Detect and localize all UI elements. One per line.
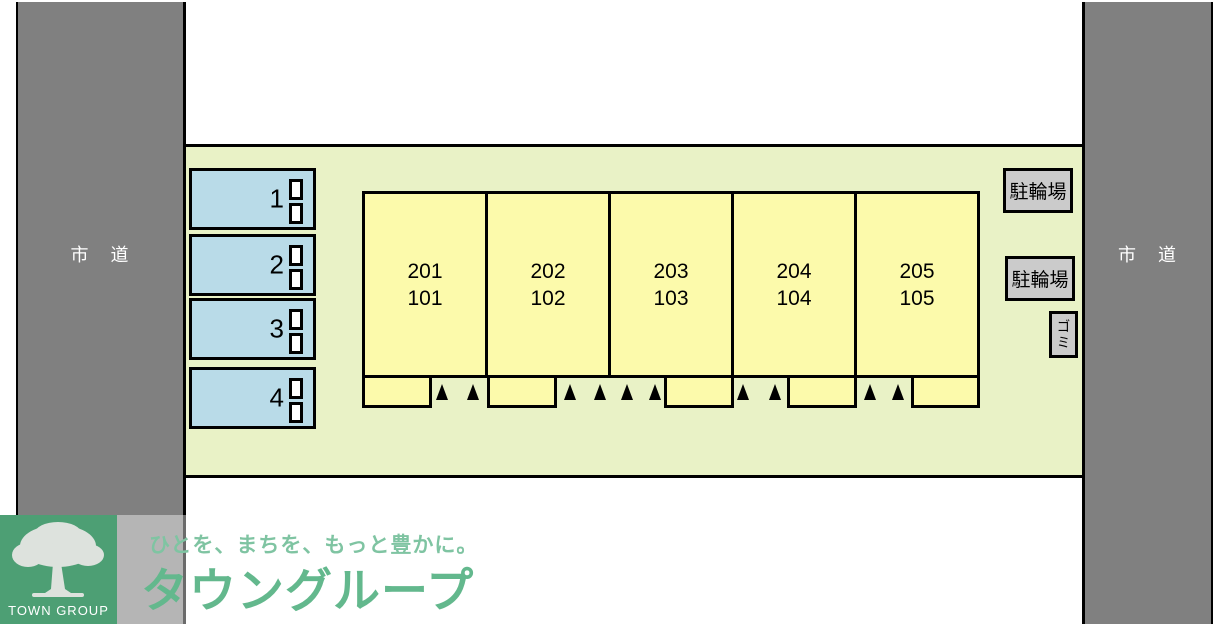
entrance-marker-icon [864, 384, 876, 400]
entrance-marker-icon [564, 384, 576, 400]
parking-space-3: 3 [189, 298, 316, 360]
logo-brand-name: タウングループ [141, 564, 475, 617]
wheel-stop-icon [289, 333, 303, 354]
wheel-stop-icon [289, 245, 303, 266]
wheel-stop-icon [289, 309, 303, 330]
unit-number-upper: 204 [776, 259, 812, 283]
garbage-area: ゴミ [1049, 311, 1078, 358]
entrance-marker-icon [436, 384, 448, 400]
building-unit-201-101: 201 101 [365, 194, 485, 375]
wheel-stop-icon [289, 378, 303, 399]
road-right-label: 市 道 [1118, 245, 1178, 265]
entrance-marker-icon [649, 384, 661, 400]
building-unit-205-105: 205 105 [854, 194, 977, 375]
tree-icon [12, 522, 104, 597]
parking-space-number: 2 [269, 249, 284, 280]
wheel-stop-icon [289, 402, 303, 423]
unit-number-lower: 101 [407, 286, 443, 310]
unit-number-lower: 105 [899, 286, 935, 310]
entrance-porch [787, 375, 857, 408]
entrance-porch [362, 375, 432, 408]
unit-number-upper: 203 [653, 259, 689, 283]
parking-space-4: 4 [189, 367, 316, 429]
entrance-marker-icon [769, 384, 781, 400]
logo-slogan: ひとを、まちを、もっと豊かに。 [149, 534, 479, 557]
entrance-marker-icon [892, 384, 904, 400]
bicycle-parking-label: 駐輪場 [1011, 270, 1069, 291]
bicycle-parking-2: 駐輪場 [1005, 256, 1075, 301]
parking-space-1: 1 [189, 168, 316, 230]
parking-space-number: 1 [269, 183, 284, 214]
site-plan: 1 2 3 4 201 101 202 102 203 103 204 1 [183, 144, 1085, 478]
logo-company-name: TOWN GROUP [8, 603, 109, 618]
building-unit-202-102: 202 102 [485, 194, 608, 375]
unit-number-upper: 201 [407, 259, 443, 283]
entrance-marker-icon [737, 384, 749, 400]
unit-number-upper: 205 [899, 259, 935, 283]
entrance-porch [664, 375, 734, 408]
building-unit-203-103: 203 103 [608, 194, 731, 375]
entrance-marker-icon [467, 384, 479, 400]
road-right: 市 道 [1082, 2, 1213, 624]
unit-number-lower: 102 [530, 286, 566, 310]
entrance-marker-icon [594, 384, 606, 400]
parking-space-number: 4 [269, 382, 284, 413]
parking-space-2: 2 [189, 234, 316, 296]
building-unit-204-104: 204 104 [731, 194, 854, 375]
building: 201 101 202 102 203 103 204 104 205 105 [362, 191, 980, 378]
unit-number-lower: 103 [653, 286, 689, 310]
entrance-porch [487, 375, 557, 408]
bicycle-parking-1: 駐輪場 [1003, 168, 1073, 213]
entrance-marker-icon [621, 384, 633, 400]
bicycle-parking-label: 駐輪場 [1009, 182, 1067, 203]
garbage-area-label: ゴミ [1055, 318, 1072, 351]
wheel-stop-icon [289, 203, 303, 224]
unit-number-upper: 202 [530, 259, 566, 283]
road-left-label: 市 道 [70, 245, 131, 265]
town-group-logo: TOWN GROUP [0, 515, 117, 624]
wheel-stop-icon [289, 269, 303, 290]
entrance-porch [911, 375, 980, 408]
unit-number-lower: 104 [776, 286, 812, 310]
wheel-stop-icon [289, 179, 303, 200]
parking-space-number: 3 [269, 313, 284, 344]
